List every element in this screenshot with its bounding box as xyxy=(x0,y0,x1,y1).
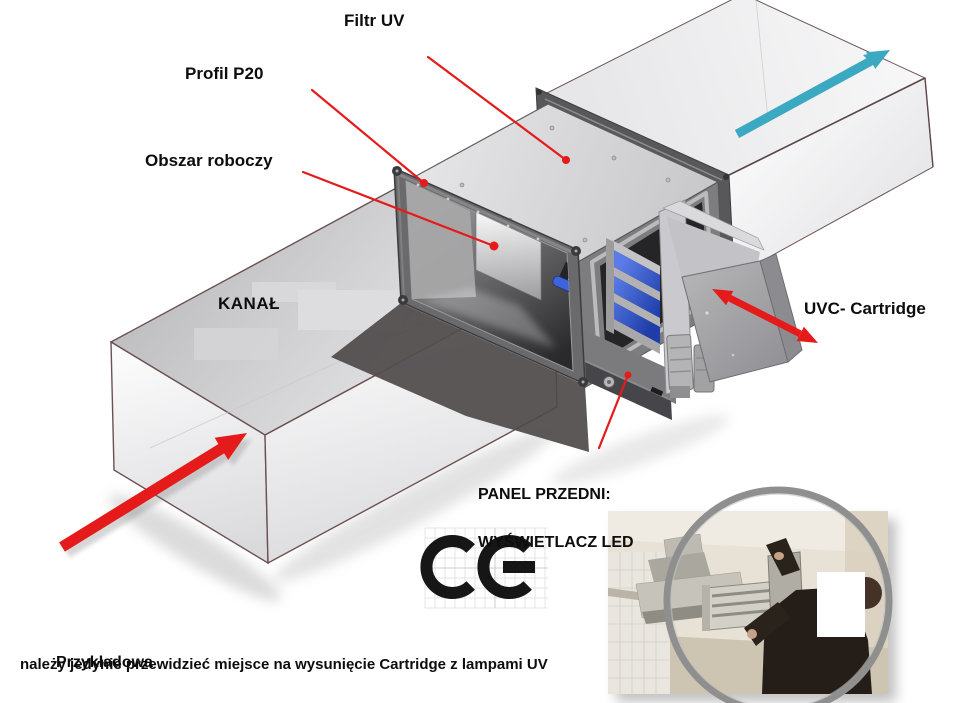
label-przykladowa-instalacja: Przykładowa instalacja xyxy=(56,613,153,703)
label-kanal: KANAŁ xyxy=(218,294,280,313)
leader-filtr-uv xyxy=(426,55,570,164)
inlet-airflow-arrow xyxy=(59,433,252,558)
annotation-leaders xyxy=(301,55,632,450)
label-profil-p20: Profil P20 xyxy=(185,64,264,83)
photo-blank-patch xyxy=(817,572,865,637)
label-panel-przedni: PANEL PRZEDNI: WYŚWIETLACZ LED xyxy=(478,455,634,567)
photo-duct xyxy=(635,533,748,624)
leader-profil-p20 xyxy=(310,88,428,187)
label-obszar-roboczy: Obszar roboczy xyxy=(145,151,273,170)
leader-obszar-roboczy xyxy=(301,170,499,251)
magnifier-ring xyxy=(663,486,893,703)
outlet-airflow-arrow xyxy=(734,50,890,138)
label-filtr-uv: Filtr UV xyxy=(344,11,405,30)
uv-lamp-rack xyxy=(606,238,660,354)
flange-screws xyxy=(416,183,540,241)
label-panel-przedni-line1: PANEL PRZEDNI: xyxy=(478,486,611,503)
cartridge-direction-arrow xyxy=(712,289,818,343)
label-bottom-note: należy jedynie przewidzieć miejsce na wy… xyxy=(20,656,548,673)
ce-mark xyxy=(420,527,548,609)
uvc-cartridge xyxy=(606,199,803,398)
working-area-interior xyxy=(406,181,573,348)
ground-shadows xyxy=(108,414,730,602)
flange-corner-brackets xyxy=(392,166,588,387)
installation-photo xyxy=(608,486,896,703)
label-panel-przedni-line2: WYŚWIETLACZ LED xyxy=(478,534,634,551)
label-przykladowa-line1: Przykładowa xyxy=(56,654,153,671)
leader-panel-przedni xyxy=(597,371,632,450)
label-uvc-cartridge: UVC- Cartridge xyxy=(804,299,926,318)
cartridge-tray xyxy=(584,330,676,420)
ballast-box xyxy=(662,200,803,383)
